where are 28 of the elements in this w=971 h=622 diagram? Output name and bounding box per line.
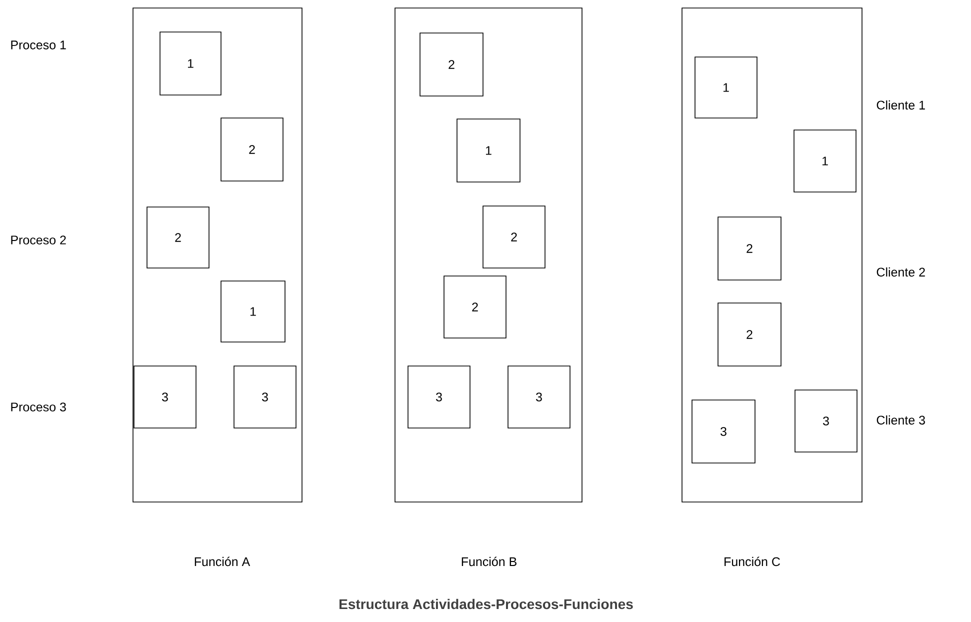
node-label: Función B — [462, 556, 516, 566]
numbered-box: 3 — [794, 390, 858, 452]
row-label: Proceso 1 — [11, 40, 66, 50]
numbered-box: 2 — [220, 118, 284, 182]
numbered-box: 2 — [718, 216, 782, 280]
numbered-box: 3 — [134, 366, 196, 428]
numbered-box: 3 — [234, 366, 296, 428]
numbered-box: 1 — [456, 118, 520, 182]
caption: Estructura Actividades-Procesos-Funciones — [340, 598, 633, 610]
numbered-box: 1 — [220, 280, 286, 342]
numbered-box: 1 — [794, 130, 856, 192]
numbered-box: 2 — [482, 206, 546, 268]
node-label: Función A — [194, 556, 250, 566]
row-label: Cliente 1 — [876, 100, 925, 110]
row-label: Proceso 2 — [11, 236, 66, 244]
row-label: Proceso 3 — [11, 402, 66, 412]
numbered-box: 2 — [146, 206, 210, 268]
numbered-box: 3 — [408, 366, 470, 428]
node-label: Función C — [724, 556, 780, 566]
row-label: Cliente 2 — [876, 267, 925, 277]
numbered-box: 3 — [692, 400, 756, 464]
row-label: Cliente 3 — [876, 415, 925, 425]
numbered-box: 1 — [694, 56, 758, 118]
numbered-box: 2 — [718, 302, 782, 366]
numbered-box: 3 — [508, 366, 570, 428]
numbered-box: 2 — [420, 32, 484, 96]
numbered-box: 1 — [160, 32, 222, 96]
numbered-box: 2 — [444, 276, 506, 338]
